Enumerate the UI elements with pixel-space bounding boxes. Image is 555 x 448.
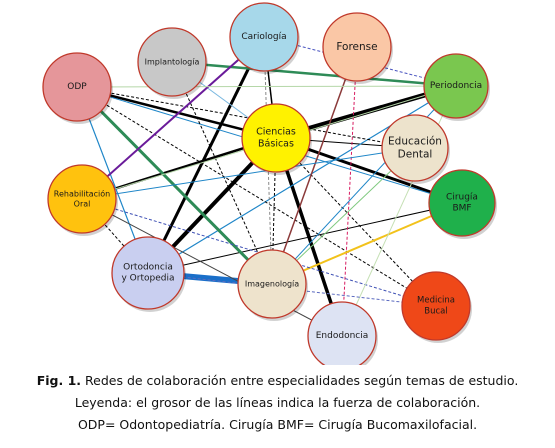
edge-forense-endodoncia (341, 46, 358, 337)
edge-odp-educacion (76, 86, 416, 149)
node-endodoncia: Endodoncia (307, 301, 378, 365)
edge-ortodoncia-cariologia (146, 36, 266, 274)
edge-implantologia-periodoncia (171, 60, 457, 88)
edge-ortodoncia-medicina (147, 272, 437, 307)
node-circle (381, 114, 449, 182)
caption-legend: Leyenda: el grosor de las líneas indica … (74, 395, 481, 410)
node-circle (322, 12, 392, 82)
node-circle (42, 52, 112, 122)
node-circle (137, 27, 207, 97)
node-label: y Ortopedia (122, 274, 175, 284)
edge-odp-imagenologia (75, 85, 274, 286)
edge-implantologia-imagenologia (171, 61, 273, 285)
node-label: BMF (452, 204, 471, 214)
node-circle (229, 2, 299, 72)
edge-odp-medicina (76, 86, 437, 307)
figure-caption: Fig. 1. Redes de colaboración entre espe… (0, 370, 555, 436)
edge-cariologia-periodoncia (263, 36, 457, 87)
edge-rehabilitacion-medicina (81, 198, 437, 307)
node-label: Forense (336, 41, 377, 53)
edge-odp-periodoncia (76, 85, 457, 88)
node-circle (47, 164, 117, 234)
node-label: Educación (388, 135, 442, 147)
edge-ortodoncia-cirugia (147, 202, 463, 274)
node-label: Imagenología (245, 280, 299, 289)
node-label: Periodoncia (430, 81, 482, 91)
node-label: Cirugía (446, 192, 478, 202)
node-forense: Forense (322, 12, 393, 84)
node-label: Cariología (241, 32, 286, 42)
caption-line-1: Fig. 1. Redes de colaboración entre espe… (0, 370, 555, 392)
node-label: Ortodoncia (123, 262, 173, 272)
caption-title: Redes de colaboración entre especialidad… (85, 373, 519, 388)
node-odp: ODP (42, 52, 113, 124)
node-label: Ciencias (256, 127, 296, 138)
node-label: Oral (74, 200, 91, 209)
caption-abbreviations: ODP= Odontopediatría. Cirugía BMF= Cirug… (77, 417, 478, 432)
node-label: Bucal (424, 306, 447, 316)
node-label: Rehabilitación (54, 189, 110, 199)
edge-cariologia-rehabilitacion (81, 36, 265, 200)
node-label: Medicina (417, 296, 455, 306)
node-circle (401, 271, 471, 341)
node-label: Dental (398, 149, 433, 161)
edge-rehabilitacion-educacion (81, 147, 416, 200)
node-ortodoncia: Ortodoncia y Ortopedia (111, 236, 186, 312)
node-circle (428, 169, 496, 237)
node-circle (111, 236, 185, 310)
node-imagenologia: Imagenología (237, 249, 308, 321)
node-circle (237, 249, 307, 319)
node-periodoncia: Periodoncia (423, 53, 490, 121)
node-circle (307, 301, 377, 365)
node-cariologia: Cariología (229, 2, 300, 74)
node-label: Implantología (145, 58, 200, 67)
edge-cariologia-imagenologia (263, 36, 273, 285)
figure-number: Fig. 1. (36, 373, 82, 388)
node-circle (423, 53, 489, 119)
edge-ciencias-medicina (275, 137, 437, 307)
node-label: Endodoncia (316, 331, 369, 341)
node-label: ODP (67, 82, 87, 92)
node-circle (241, 103, 311, 173)
node-implantologia: Implantología (137, 27, 208, 99)
edge-rehabilitacion-endodoncia (81, 198, 343, 337)
node-label: Básicas (258, 138, 294, 149)
